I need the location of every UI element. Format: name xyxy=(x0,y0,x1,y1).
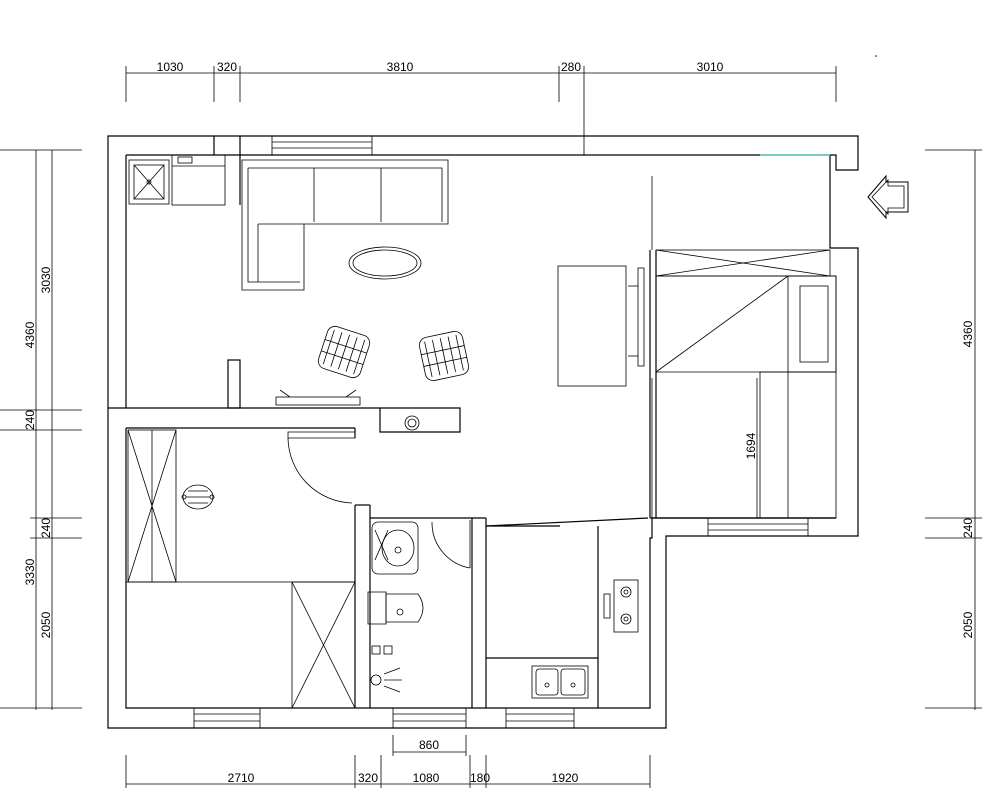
walls xyxy=(107,135,859,729)
window-bottom-3 xyxy=(505,707,575,729)
dim-left-outer-2: 240 xyxy=(23,410,37,430)
dim-left-inner-1: 3030 xyxy=(39,266,53,293)
bed-left xyxy=(125,581,356,709)
dim-left-inner-3: 2050 xyxy=(39,611,53,638)
dimension-lines xyxy=(0,66,982,788)
dim-interior: 1694 xyxy=(744,432,758,459)
shower xyxy=(370,674,382,686)
washer xyxy=(171,154,226,206)
coffee-table xyxy=(348,246,422,280)
outer-wall xyxy=(107,135,859,729)
cooktop xyxy=(613,579,639,633)
dim-top-1: 1030 xyxy=(157,60,184,74)
dim-top-4: 280 xyxy=(561,60,581,74)
dim-right-1: 4360 xyxy=(961,320,975,347)
wash-basin xyxy=(371,521,419,575)
furniture xyxy=(125,154,837,709)
dim-bottom-2: 320 xyxy=(358,771,378,785)
desk-right xyxy=(759,371,837,519)
armchair-left xyxy=(317,325,371,379)
dim-right-2: 240 xyxy=(961,518,975,538)
window-right-room xyxy=(707,517,809,537)
dimension-labels: 1030 320 3810 280 3010 2710 320 1080 180… xyxy=(23,60,975,785)
dim-bottom-1: 2710 xyxy=(228,771,255,785)
round-fixture xyxy=(404,415,420,431)
dining-table xyxy=(557,265,627,387)
windows xyxy=(193,135,830,729)
dim-top-3: 3810 xyxy=(387,60,414,74)
door-bedroom xyxy=(287,431,356,439)
dim-bottom-5: 1920 xyxy=(552,771,579,785)
window-bottom-2 xyxy=(392,707,467,729)
window-bottom-1 xyxy=(193,707,261,729)
arrow-left-icon xyxy=(867,55,909,220)
dim-top-5: 3010 xyxy=(697,60,724,74)
window-top xyxy=(271,135,373,156)
dim-bottom-4: 180 xyxy=(470,771,490,785)
dim-left-outer-3: 3330 xyxy=(23,558,37,585)
toilet xyxy=(367,591,387,625)
utility-sink xyxy=(128,159,170,205)
inner-wall-face xyxy=(125,154,836,709)
doors xyxy=(287,176,653,569)
dim-left-outer-1: 4360 xyxy=(23,321,37,348)
dim-right-3: 2050 xyxy=(961,611,975,638)
dim-top-2: 320 xyxy=(217,60,237,74)
dim-left-inner-2: 240 xyxy=(39,518,53,538)
desk-chair xyxy=(181,484,215,510)
tv-bench xyxy=(275,396,361,406)
bed-right xyxy=(655,275,837,373)
dim-bottom-3: 1080 xyxy=(413,771,440,785)
armchair-right xyxy=(418,330,470,382)
kitchen-sink xyxy=(531,665,589,699)
dim-bottom-inner: 860 xyxy=(419,738,439,752)
